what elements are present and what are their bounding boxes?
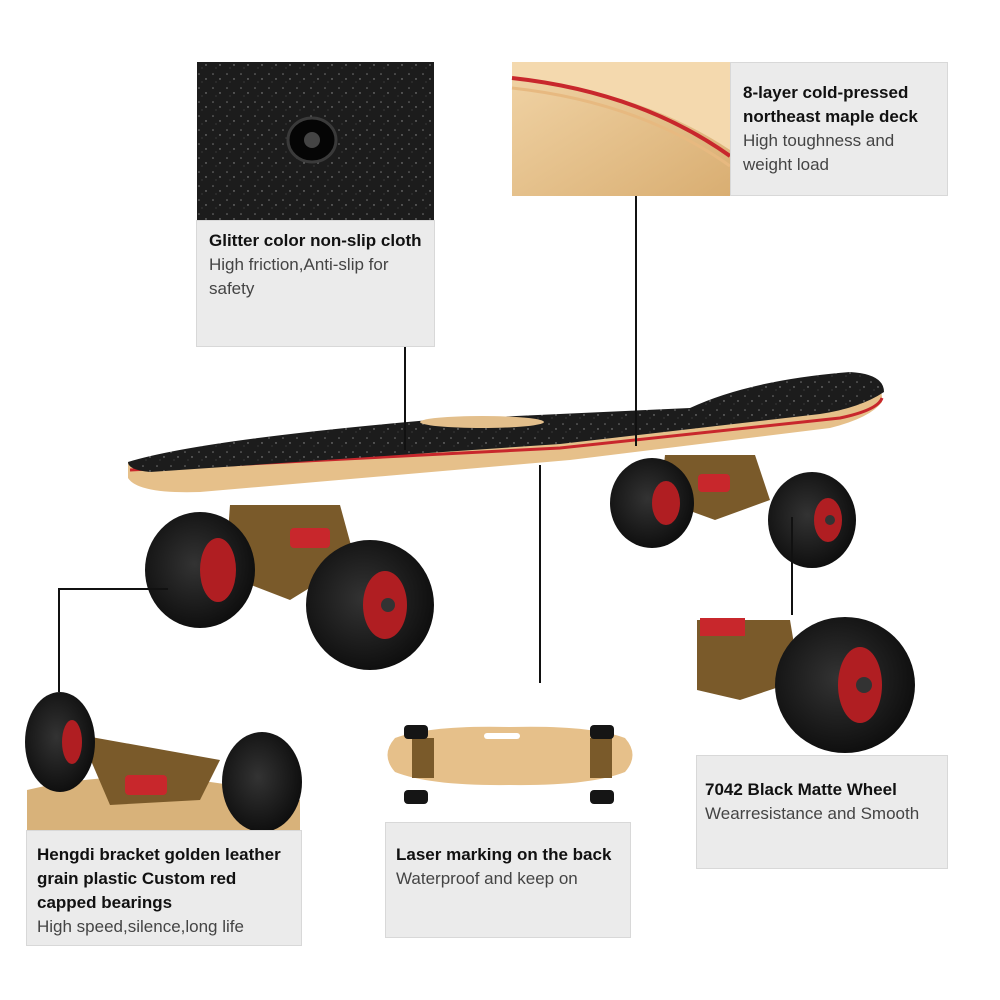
callout-bracket-desc: High speed,silence,long life [37,917,244,936]
callout-bracket: Hengdi bracket golden leather grain plas… [26,830,302,946]
callout-laser-desc: Waterproof and keep on [396,869,578,888]
handle-slot [420,416,544,428]
leader-line-bracket-v [58,588,60,692]
callout-wheel: 7042 Black Matte Wheel Wearresistance an… [696,755,948,869]
truck-closeup [25,692,302,832]
leader-line-wheel [791,517,793,615]
callout-bracket-title: Hengdi bracket golden leather grain plas… [37,845,281,912]
callout-deck-desc: High toughness and weight load [743,131,895,174]
leader-line-bracket-h [58,588,168,590]
callout-wheel-title: 7042 Black Matte Wheel [705,780,897,799]
wheel-closeup [697,615,947,755]
callout-deck: 8-layer cold-pressed northeast maple dec… [730,62,948,196]
callout-laser: Laser marking on the back Waterproof and… [385,822,631,938]
maple-layers-closeup [511,62,732,196]
callout-wheel-desc: Wearresistance and Smooth [705,804,920,823]
callout-grip: Glitter color non-slip cloth High fricti… [196,220,435,347]
rear-right-wheel [768,472,856,568]
grip-tape-closeup [197,62,434,220]
callout-deck-title: 8-layer cold-pressed northeast maple dec… [743,83,918,126]
leader-line-grip [404,346,406,450]
leader-line-laser [539,465,541,683]
leader-line-deck [635,196,637,446]
deck-bottom-view [386,684,633,822]
callout-grip-title: Glitter color non-slip cloth [209,231,422,250]
callout-laser-title: Laser marking on the back [396,845,612,864]
callout-grip-desc: High friction,Anti-slip for safety [209,255,389,298]
